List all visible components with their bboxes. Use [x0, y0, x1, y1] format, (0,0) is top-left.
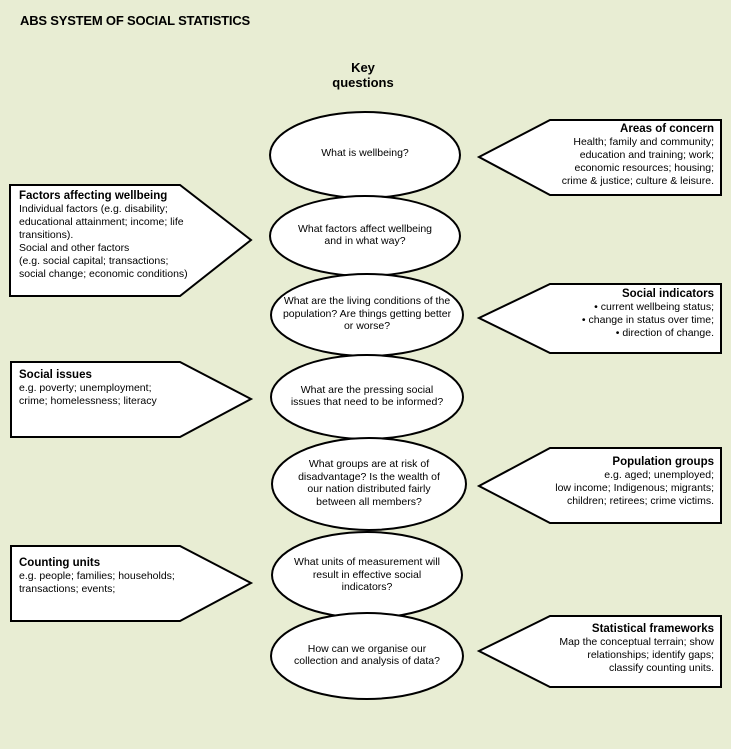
- statistical-frameworks-line: Map the conceptual terrain; show: [559, 636, 714, 648]
- right-box-population-groups: [476, 447, 722, 524]
- right-box-statistical-frameworks: [476, 615, 722, 688]
- areas-of-concern-line: crime & justice; culture & leisure.: [561, 175, 714, 187]
- areas-of-concern-title: Areas of concern: [620, 123, 714, 135]
- social-issues-text: Social issues e.g. poverty; unemployment…: [19, 368, 219, 408]
- population-groups-line: low income; Indigenous; migrants;: [555, 482, 714, 494]
- left-box-factors: [9, 184, 253, 297]
- counting-units-title: Counting units: [19, 557, 101, 569]
- population-groups-line: e.g. aged; unemployed;: [604, 469, 714, 481]
- social-indicators-line: • direction of change.: [615, 327, 714, 339]
- question-ellipse-7: [270, 612, 464, 700]
- key-heading-line-1: Key: [351, 60, 375, 75]
- right-box-areas-of-concern: [476, 119, 722, 196]
- question-3: What are the living conditions of the po…: [282, 295, 452, 333]
- factors-title: Factors affecting wellbeing: [19, 190, 168, 202]
- left-box-counting-units: [10, 545, 254, 622]
- statistical-frameworks-line: classify counting units.: [608, 662, 714, 674]
- factors-line: social change; economic conditions): [19, 268, 188, 280]
- key-questions-heading: Key questions: [313, 60, 413, 90]
- page-title: ABS SYSTEM OF SOCIAL STATISTICS: [20, 13, 250, 28]
- statistical-frameworks-title: Statistical frameworks: [591, 623, 714, 635]
- counting-units-text: Counting units e.g. people; families; ho…: [19, 556, 219, 596]
- question-2: What factors affect wellbeing and in wha…: [297, 222, 433, 248]
- question-4: What are the pressing social issues that…: [290, 383, 444, 409]
- social-indicators-line: • change in status over time;: [581, 314, 714, 326]
- counting-units-line: e.g. people; families; households;: [19, 570, 175, 582]
- question-ellipse-5: [271, 437, 467, 531]
- factors-affecting-wellbeing-text: Factors affecting wellbeing Individual f…: [19, 189, 234, 281]
- social-indicators-title: Social indicators: [621, 288, 714, 300]
- areas-of-concern-line: education and training; work;: [579, 149, 714, 161]
- factors-line: transitions).: [19, 229, 74, 241]
- population-groups-title: Population groups: [612, 456, 714, 468]
- factors-line: Individual factors (e.g. disability;: [19, 203, 168, 215]
- social-issues-line: e.g. poverty; unemployment;: [19, 382, 152, 394]
- factors-line: Social and other factors: [19, 242, 130, 254]
- social-indicators-text: Social indicators • current wellbeing st…: [508, 287, 714, 340]
- social-indicators-line: • current wellbeing status;: [594, 301, 714, 313]
- areas-of-concern-text: Areas of concern Health; family and comm…: [508, 122, 714, 188]
- key-heading-line-2: questions: [332, 75, 394, 90]
- social-issues-line: crime; homelessness; literacy: [19, 395, 157, 407]
- counting-units-line: transactions; events;: [19, 583, 116, 595]
- areas-of-concern-line: Health; family and community;: [573, 136, 714, 148]
- question-5: What groups are at risk of disadvantage?…: [298, 458, 440, 508]
- left-box-social-issues: [10, 361, 254, 438]
- question-7: How can we organise our collection and a…: [294, 642, 440, 668]
- statistical-frameworks-text: Statistical frameworks Map the conceptua…: [508, 622, 714, 675]
- statistical-frameworks-line: relationships; identify gaps;: [587, 649, 714, 661]
- right-box-social-indicators: [476, 283, 722, 354]
- areas-of-concern-line: economic resources; housing;: [574, 162, 715, 174]
- question-6: What units of measurement will result in…: [294, 556, 440, 594]
- population-groups-line: children; retirees; crime victims.: [566, 495, 714, 507]
- factors-line: educational attainment; income; life: [19, 216, 184, 228]
- population-groups-text: Population groups e.g. aged; unemployed;…: [508, 455, 714, 508]
- social-issues-title: Social issues: [19, 369, 92, 381]
- question-1: What is wellbeing?: [321, 146, 409, 159]
- factors-line: (e.g. social capital; transactions;: [19, 255, 169, 267]
